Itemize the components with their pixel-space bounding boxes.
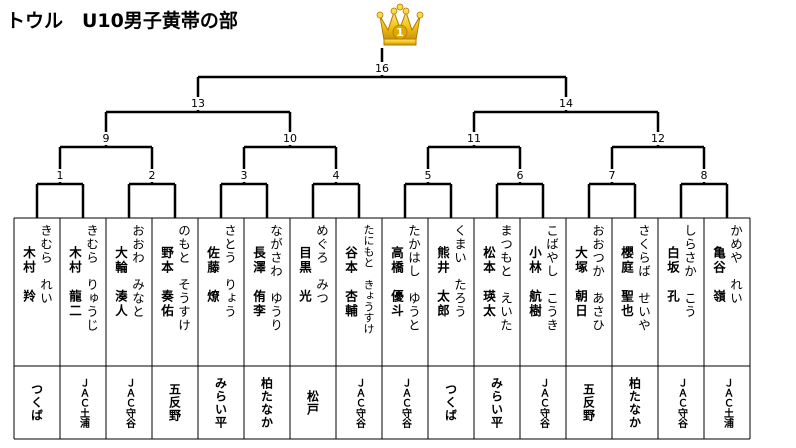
match-number: 7 (606, 169, 618, 182)
player-kana: めぐろ みつ (314, 224, 329, 305)
player-kanji: 木村 龍二 (67, 246, 82, 319)
match-number: 14 (557, 97, 575, 110)
player-club: ＪＡＣ土浦 (721, 377, 733, 428)
player-club: 五反野 (581, 383, 596, 422)
player-name-cell: しらさか こう白坂 孔 (659, 220, 703, 364)
crown-number: 1 (396, 26, 404, 39)
player-club-cell: 松戸 (291, 367, 335, 438)
match-number: 9 (100, 132, 112, 145)
player-kanji: 長澤 侑李 (251, 246, 266, 319)
player-name-cell: たかはし ゆうと高橋 優斗 (383, 220, 427, 364)
player-kana: こばやし こうき (544, 224, 559, 332)
player-kanji: 大輪 湊人 (113, 246, 128, 319)
player-kanji: 櫻庭 聖也 (619, 246, 634, 319)
player-kanji: 佐藤 燎 (205, 246, 220, 304)
player-name-cell: ながさわ ゆうり長澤 侑李 (245, 220, 289, 364)
player-kanji: 大塚 朝日 (573, 246, 588, 319)
player-club-cell: みらい平 (475, 367, 519, 438)
player-club: 松戸 (305, 389, 320, 416)
player-club-cell: ＪＡＣ守谷 (337, 367, 381, 438)
player-kana: きむら りゅうじ (84, 224, 99, 332)
match-number: 6 (514, 169, 526, 182)
player-kanji: 熊井 太郎 (435, 246, 450, 319)
player-name-cell: さくらば せいや櫻庭 聖也 (613, 220, 657, 364)
match-number: 4 (330, 169, 342, 182)
player-name-cell: くまい たろう熊井 太郎 (429, 220, 473, 364)
player-kana: のもと そうすけ (176, 224, 191, 332)
player-name-cell: おおわ みなと大輪 湊人 (107, 220, 151, 364)
player-kanji: 野本 奏佑 (159, 246, 174, 319)
player-kana: まつもと えいた (498, 224, 513, 332)
player-kanji: 松本 瑛太 (481, 246, 496, 319)
player-kana: たかはし ゆうと (406, 224, 421, 332)
player-kana: ながさわ ゆうり (268, 224, 283, 332)
player-name-cell: まつもと えいた松本 瑛太 (475, 220, 519, 364)
player-kanji: 高橋 優斗 (389, 246, 404, 319)
player-club-cell: ＪＡＣ守谷 (383, 367, 427, 438)
player-club-cell: みらい平 (199, 367, 243, 438)
player-club: ＪＡＣ土浦 (77, 377, 89, 428)
player-kana: おおわ みなと (130, 224, 145, 319)
player-kanji: 小林 航樹 (527, 246, 542, 319)
player-kanji: 目黒 光 (297, 246, 312, 304)
player-kana: くまい たろう (452, 224, 467, 319)
player-club: ＪＡＣ守谷 (399, 377, 411, 428)
crown-icon: 1 (376, 3, 424, 46)
page-title: トウル U10男子黄帯の部 (6, 10, 238, 32)
player-club: ＪＡＣ守谷 (675, 377, 687, 428)
player-club: ＪＡＣ守谷 (123, 377, 135, 428)
player-club-cell: 五反野 (153, 367, 197, 438)
match-number: 2 (146, 169, 158, 182)
player-club-cell: ＪＡＣ土浦 (61, 367, 105, 438)
player-club: つくば (443, 383, 458, 422)
player-club-cell: 柏たなか (245, 367, 289, 438)
player-kana: たにもと きょうすけ (362, 224, 375, 334)
final-match-number: 16 (373, 62, 391, 75)
player-club-cell: 五反野 (567, 367, 611, 438)
player-name-cell: かめや れい亀谷 嶺 (705, 220, 749, 364)
player-club: みらい平 (213, 376, 228, 429)
player-name-cell: めぐろ みつ目黒 光 (291, 220, 335, 364)
player-club-cell: ＪＡＣ守谷 (521, 367, 565, 438)
player-kana: おおつか あさひ (590, 224, 605, 332)
player-name-cell: のもと そうすけ野本 奏佑 (153, 220, 197, 364)
player-club-cell: ＪＡＣ守谷 (107, 367, 151, 438)
player-kana: さとう りょう (222, 224, 237, 319)
player-kanji: 亀谷 嶺 (711, 246, 726, 304)
match-number: 3 (238, 169, 250, 182)
player-name-cell: きむら りゅうじ木村 龍二 (61, 220, 105, 364)
player-club: ＪＡＣ守谷 (353, 377, 365, 428)
player-kanji: 木村 羚 (21, 246, 36, 304)
player-kana: かめや れい (728, 224, 743, 305)
player-club: みらい平 (489, 376, 504, 429)
player-club: 五反野 (167, 383, 182, 422)
match-number: 13 (189, 97, 207, 110)
match-number: 10 (281, 132, 299, 145)
player-name-cell: さとう りょう佐藤 燎 (199, 220, 243, 364)
match-number: 5 (422, 169, 434, 182)
player-kana: さくらば せいや (636, 224, 651, 332)
player-kana: きむら れい (38, 224, 53, 305)
match-number: 11 (465, 132, 483, 145)
match-number: 1 (54, 169, 66, 182)
player-club-cell: つくば (429, 367, 473, 438)
player-club: つくば (29, 383, 44, 422)
player-club: ＪＡＣ守谷 (537, 377, 549, 428)
player-kanji: 白坂 孔 (665, 246, 680, 304)
player-name-cell: きむら れい木村 羚 (15, 220, 59, 364)
player-name-cell: おおつか あさひ大塚 朝日 (567, 220, 611, 364)
player-club-cell: ＪＡＣ土浦 (705, 367, 749, 438)
player-kana: しらさか こう (682, 224, 697, 319)
match-number: 8 (698, 169, 710, 182)
match-number: 12 (649, 132, 667, 145)
player-name-cell: こばやし こうき小林 航樹 (521, 220, 565, 364)
player-club: 柏たなか (627, 376, 642, 429)
player-club-cell: ＪＡＣ守谷 (659, 367, 703, 438)
player-kanji: 谷本 杏輔 (343, 246, 358, 319)
player-name-cell: たにもと きょうすけ谷本 杏輔 (337, 220, 381, 364)
player-club-cell: 柏たなか (613, 367, 657, 438)
player-club: 柏たなか (259, 376, 274, 429)
player-club-cell: つくば (15, 367, 59, 438)
